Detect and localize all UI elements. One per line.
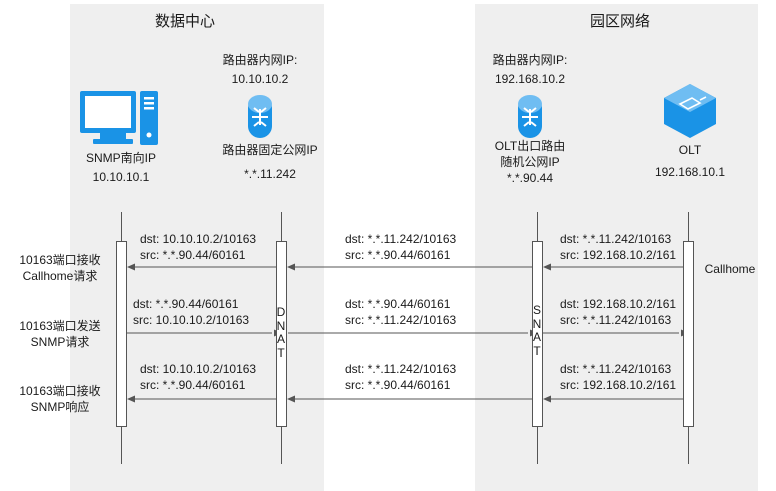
- router-dc-bottom-label: 路由器固定公网IP *.*.11.242: [222, 143, 318, 181]
- olt-label: OLT 192.168.10.1: [654, 143, 726, 179]
- router-icon: [248, 95, 272, 138]
- activation-router-campus: [532, 241, 543, 427]
- router-dc-top-label: 路由器内网IP: 10.10.10.2: [222, 53, 298, 86]
- computer-icon: [80, 91, 158, 145]
- left-label-2: 10163端口发送 SNMP请求: [19, 319, 101, 349]
- right-label-callhome: Callhome: [704, 262, 756, 276]
- router-campus-top-label: 路由器内网IP: 192.168.10.2: [492, 53, 568, 86]
- activation-olt: [683, 241, 694, 427]
- campus-title: 园区网络: [589, 13, 650, 30]
- router-icon: [518, 95, 542, 138]
- router-campus-bottom-label: OLT出口路由 随机公网IP *.*.90.44: [494, 139, 566, 185]
- left-label-1: 10163端口接收 Callhome请求: [19, 253, 101, 283]
- activation-router-dc: [276, 241, 287, 427]
- campus-zone: [475, 4, 758, 491]
- olt-device-icon: [664, 84, 716, 138]
- snmp-label: SNMP南向IP 10.10.10.1: [85, 151, 156, 184]
- activation-snmp: [116, 241, 127, 427]
- left-label-3: 10163端口接收 SNMP响应: [19, 384, 101, 414]
- datacenter-title: 数据中心: [154, 13, 215, 30]
